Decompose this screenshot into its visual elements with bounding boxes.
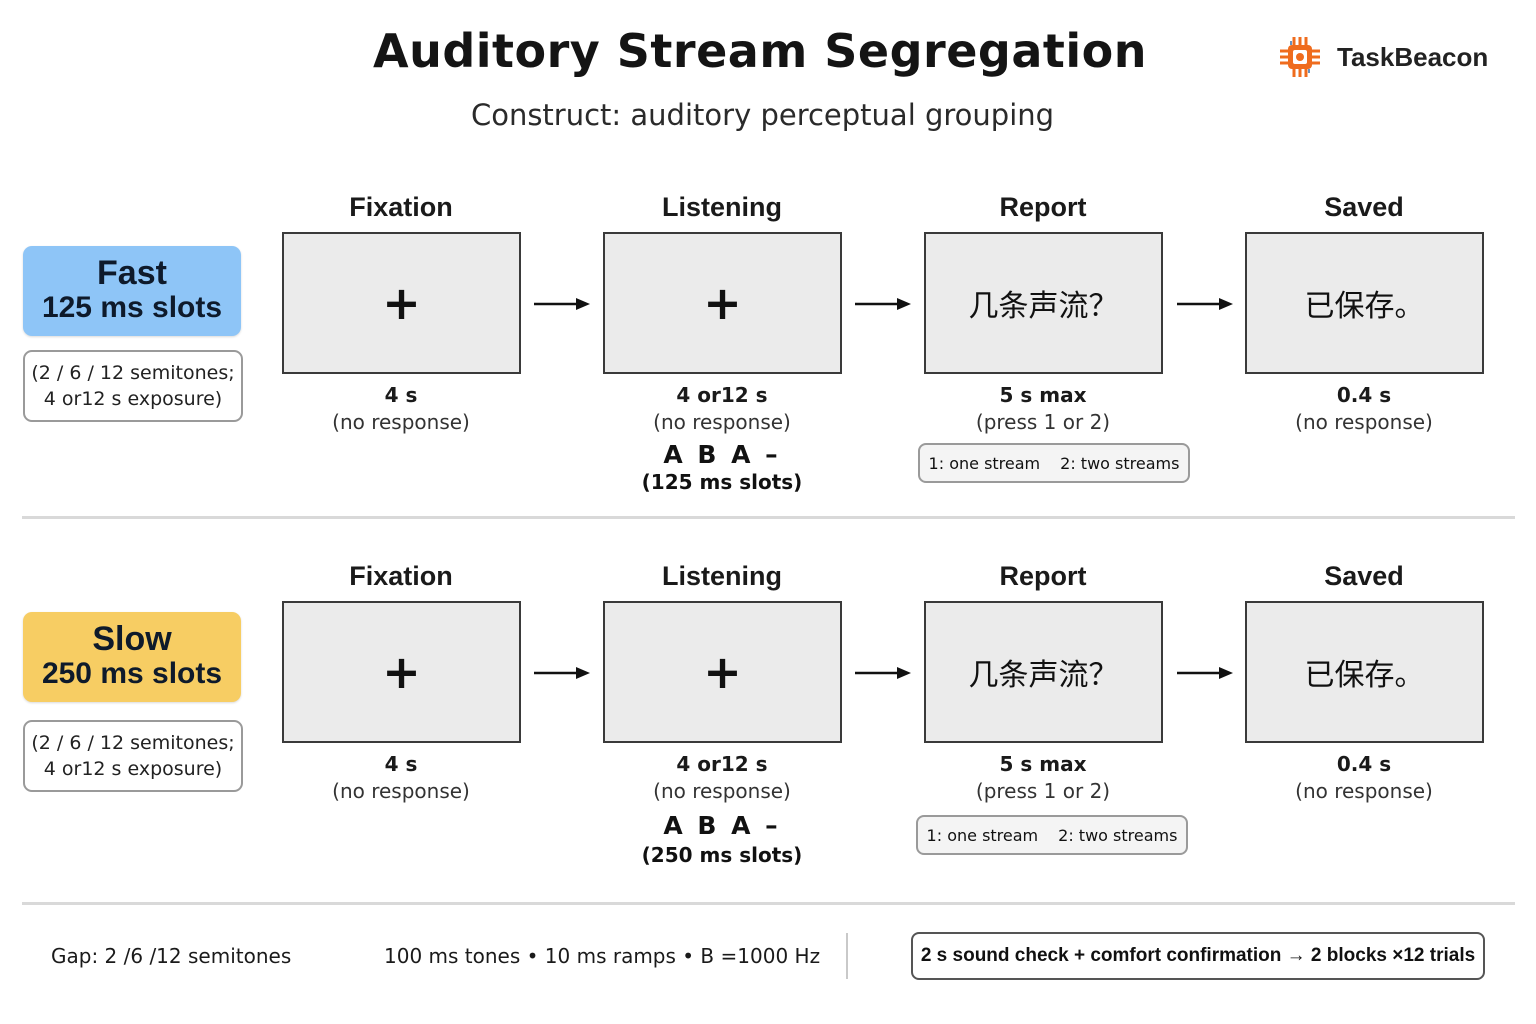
condition-detail-line2: 4 or12 s exposure) (43, 758, 223, 780)
report-response: (press 1 or 2) (975, 779, 1111, 803)
stage-label-fixation: Fixation (349, 561, 453, 591)
stage-label-fixation: Fixation (349, 192, 453, 222)
condition-name: Fast (97, 254, 167, 292)
fixation-cross: + (382, 645, 421, 699)
report-screen: 几条声流？ (924, 601, 1163, 743)
tone-sequence: A B A – (663, 440, 781, 469)
footer-procedure-box: 2 s sound check + comfort confirmation →… (911, 932, 1485, 980)
footer-divider (22, 902, 1515, 905)
saved-screen: 已保存。 (1245, 232, 1484, 374)
tone-sequence: A B A – (663, 811, 781, 840)
footer-tone-info: 100 ms tones • 10 ms ramps • B =1000 Hz (384, 944, 821, 968)
report-screen: 几条声流？ (924, 232, 1163, 374)
stage-label-saved: Saved (1324, 561, 1404, 591)
stage-label-listening: Listening (662, 192, 782, 222)
condition-detail: (2 / 6 / 12 semitones; 4 or12 s exposure… (23, 350, 243, 422)
saved-message: 已保存。 (1304, 658, 1425, 693)
stage-label-saved: Saved (1324, 192, 1404, 222)
saved-response: (no response) (1295, 410, 1433, 434)
response-keys: 1: one stream 2: two streams (916, 815, 1188, 855)
report-prompt: 几条声流？ (968, 289, 1119, 324)
fixation-response: (no response) (332, 779, 470, 803)
listening-screen: + (603, 232, 842, 374)
report-duration: 5 s max (999, 383, 1087, 407)
fixation-duration: 4 s (384, 383, 418, 407)
key-one-stream: 1: one stream (926, 825, 1039, 845)
key-two-streams: 2: two streams (1058, 825, 1178, 845)
key-one-stream: 1: one stream (928, 453, 1041, 473)
listening-cross: + (703, 276, 742, 330)
listening-duration: 4 or12 s (676, 752, 768, 776)
condition-row-slow: Slow 250 ms slots (2 / 6 / 12 semitones;… (0, 0, 1536, 867)
condition-detail-line2: 4 or12 s exposure) (43, 388, 223, 410)
saved-duration: 0.4 s (1336, 752, 1392, 776)
footer-procedure: 2 s sound check + comfort confirmation →… (920, 945, 1476, 966)
logo-text: TaskBeacon (1337, 41, 1489, 72)
listening-screen: + (603, 601, 842, 743)
tone-sequence-slots: (250 ms slots) (641, 843, 803, 867)
arrow-right-icon (855, 298, 911, 310)
stage-label-report: Report (999, 561, 1087, 591)
footer-gap-info: Gap: 2 /6 /12 semitones (51, 944, 292, 968)
condition-row-fast: Fast 125 ms slots (2 / 6 / 12 semitones;… (0, 0, 1536, 494)
arrow-right-icon (534, 667, 590, 679)
fixation-cross: + (382, 276, 421, 330)
tone-sequence-slots: (125 ms slots) (641, 470, 803, 494)
saved-message: 已保存。 (1304, 289, 1425, 324)
saved-duration: 0.4 s (1336, 383, 1392, 407)
report-duration: 5 s max (999, 752, 1087, 776)
condition-badge-fast: Fast 125 ms slots (23, 246, 241, 336)
fixation-screen: + (282, 601, 521, 743)
listening-response: (no response) (653, 779, 791, 803)
response-keys: 1: one stream 2: two streams (918, 443, 1190, 483)
fixation-response: (no response) (332, 410, 470, 434)
footer-separator (846, 933, 848, 979)
arrow-right-icon (1177, 667, 1233, 679)
page-title: Auditory Stream Segregation (372, 24, 1148, 78)
fixation-duration: 4 s (384, 752, 418, 776)
report-response: (press 1 or 2) (975, 410, 1111, 434)
listening-response: (no response) (653, 410, 791, 434)
condition-detail-line1: (2 / 6 / 12 semitones; (31, 362, 235, 384)
arrow-right-icon (855, 667, 911, 679)
page-subtitle: Construct: auditory perceptual grouping (470, 98, 1055, 132)
listening-cross: + (703, 645, 742, 699)
condition-detail: (2 / 6 / 12 semitones; 4 or12 s exposure… (23, 720, 243, 792)
listening-duration: 4 or12 s (676, 383, 768, 407)
condition-slots: 250 ms slots (41, 657, 223, 690)
arrow-right-icon (1177, 298, 1233, 310)
row-divider (22, 516, 1515, 519)
saved-response: (no response) (1295, 779, 1433, 803)
fixation-screen: + (282, 232, 521, 374)
key-two-streams: 2: two streams (1060, 453, 1180, 473)
condition-badge-slow: Slow 250 ms slots (23, 612, 241, 702)
saved-screen: 已保存。 (1245, 601, 1484, 743)
chip-icon (1280, 37, 1320, 77)
stage-label-report: Report (999, 192, 1087, 222)
stage-label-listening: Listening (662, 561, 782, 591)
arrow-right-icon (534, 298, 590, 310)
report-prompt: 几条声流？ (968, 658, 1119, 693)
condition-slots: 125 ms slots (41, 291, 223, 324)
condition-detail-line1: (2 / 6 / 12 semitones; (31, 732, 235, 754)
logo: TaskBeacon (1277, 34, 1488, 80)
condition-name: Slow (92, 620, 172, 658)
